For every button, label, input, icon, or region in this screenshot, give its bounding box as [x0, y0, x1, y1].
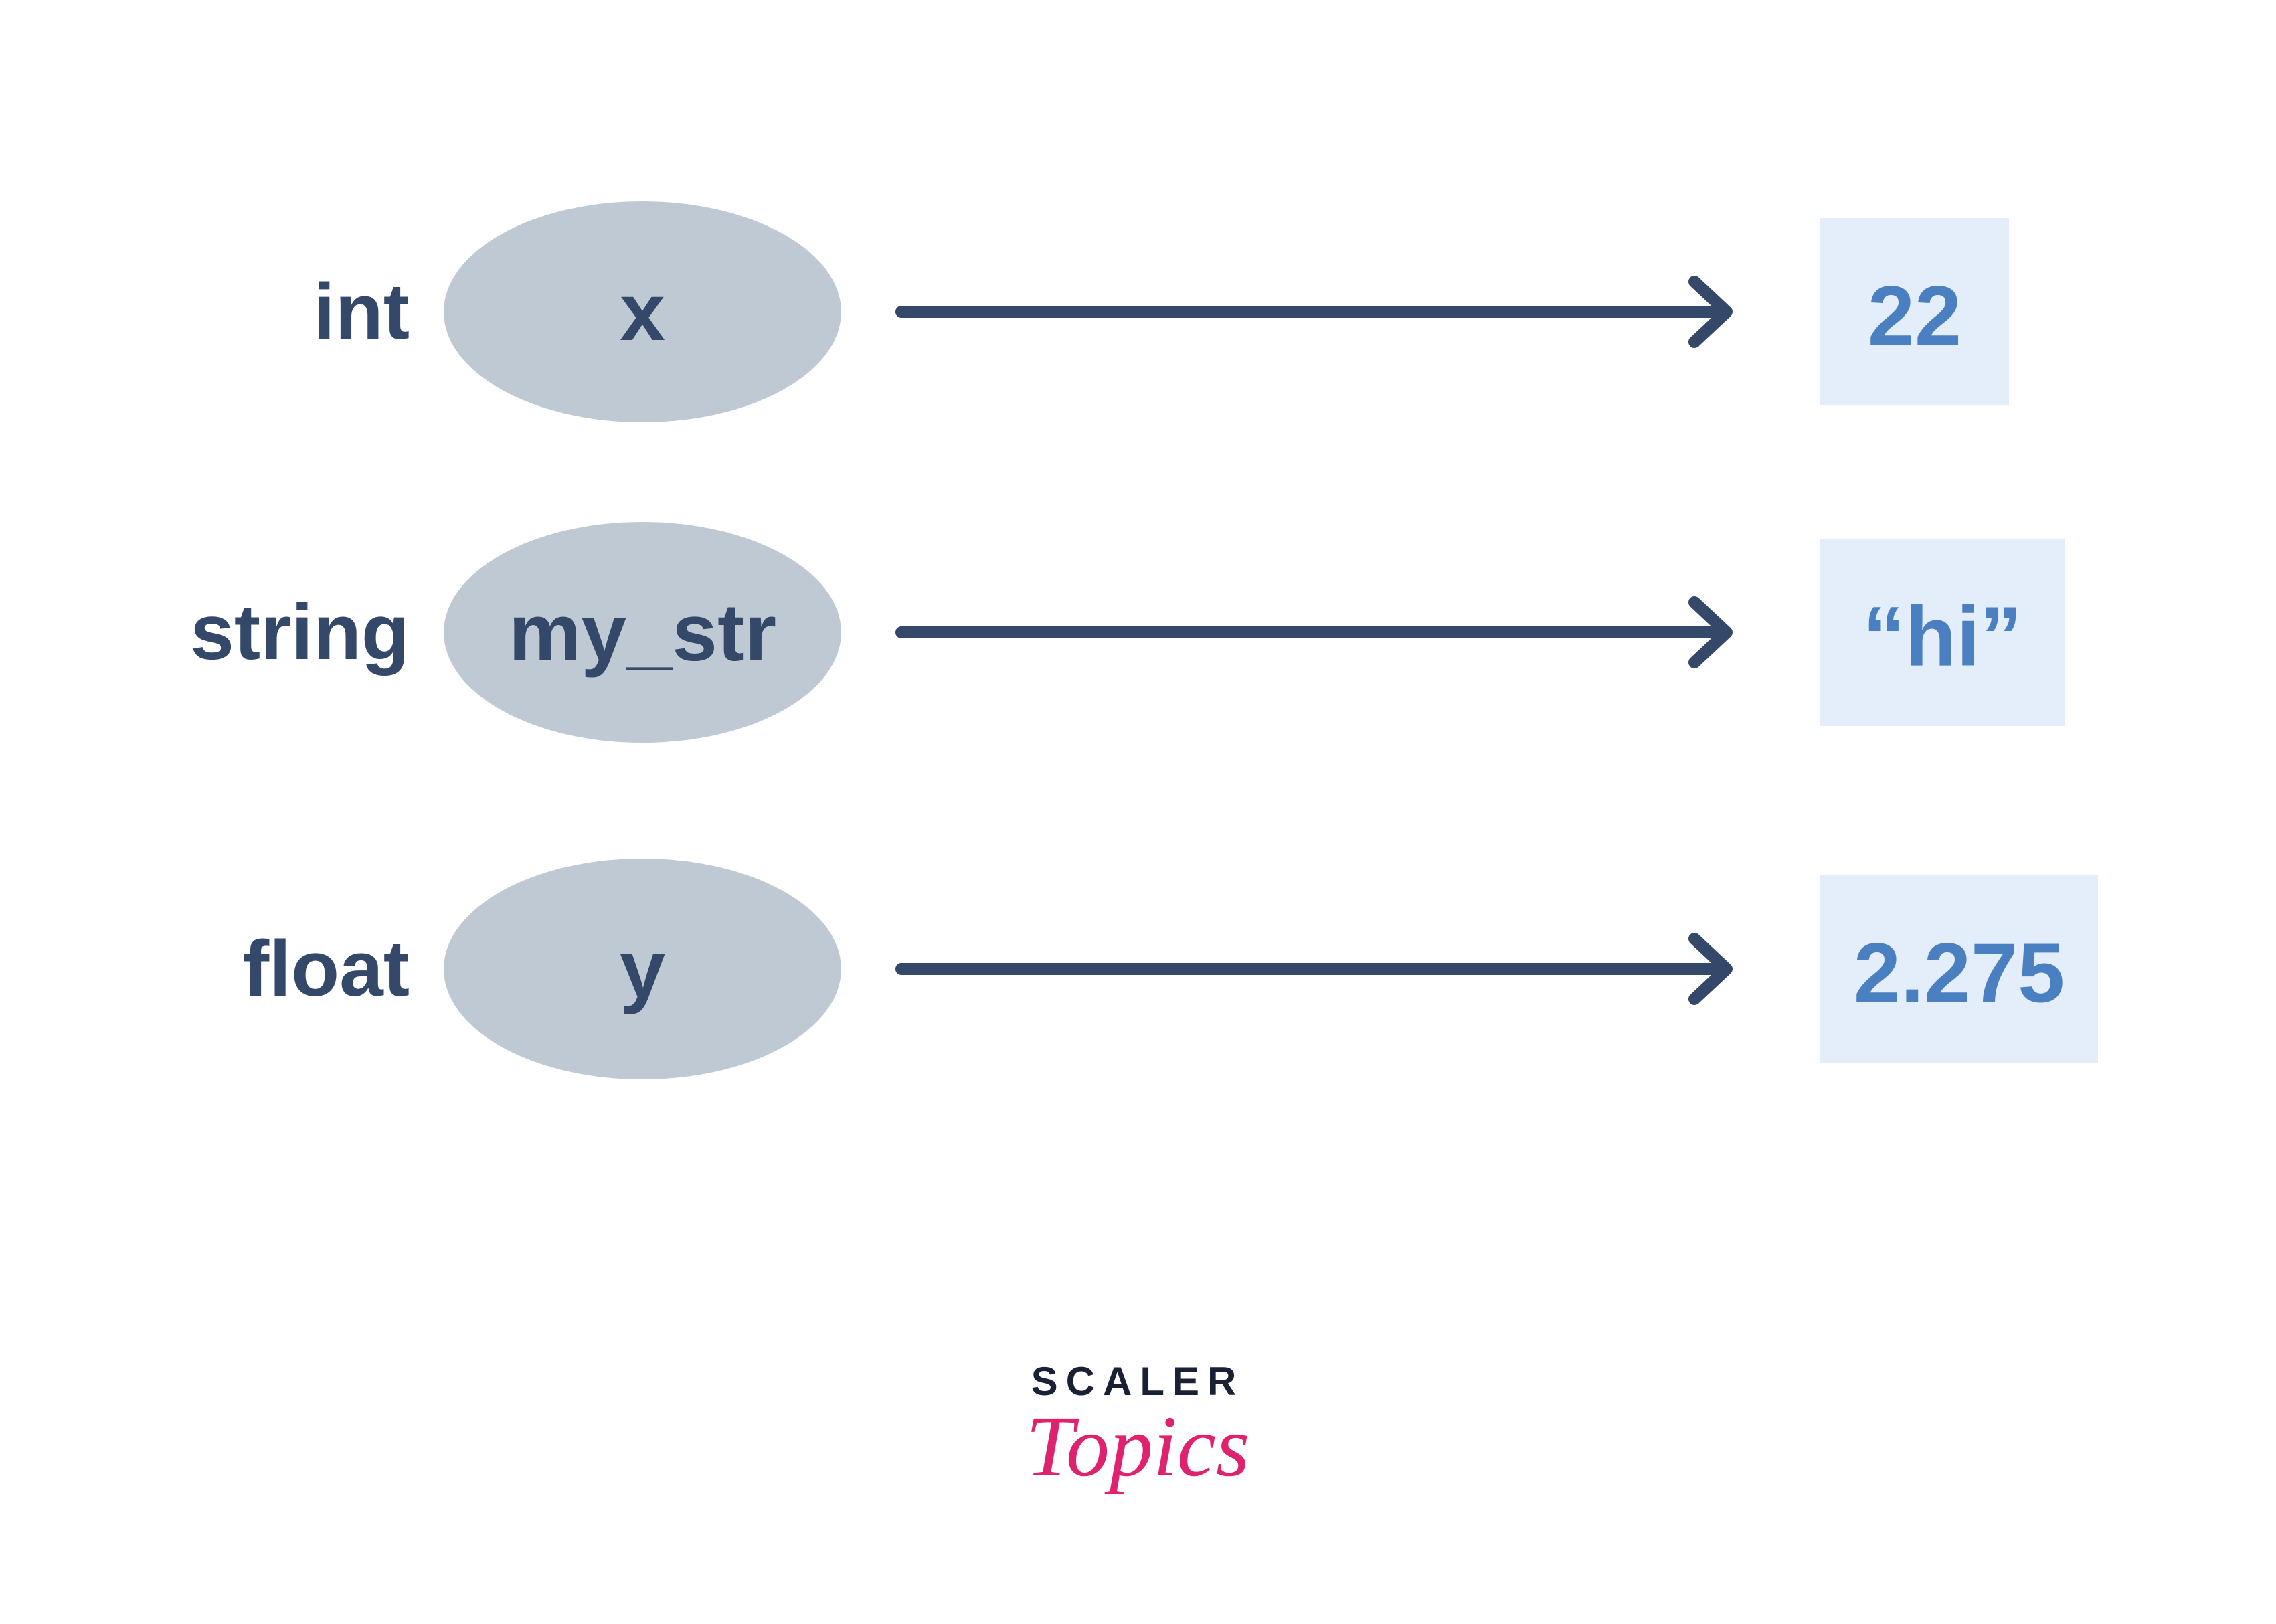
variable-ellipse	[444, 859, 841, 1079]
value-box	[1820, 875, 2098, 1063]
type-label: string	[190, 588, 410, 676]
logo-scaler-text: SCALER	[1031, 1359, 1245, 1404]
variable-name: y	[620, 923, 665, 1014]
variable-name: my_str	[509, 587, 776, 678]
value-text: 22	[1868, 269, 1961, 363]
type-label: int	[313, 268, 410, 356]
value-text: “hi”	[1863, 590, 2022, 684]
variable-name: x	[620, 266, 665, 357]
logo-topics-text: Topics	[1026, 1399, 1250, 1495]
arrow-head-icon	[1688, 596, 1733, 668]
value-box	[1820, 218, 2009, 405]
row-my_str: string my_str “hi”	[190, 522, 2065, 743]
row-y: float y 2.275	[243, 859, 2098, 1079]
row-x: int x 22	[313, 201, 2009, 422]
value-text: 2.275	[1854, 926, 2065, 1020]
arrow-head-icon	[1688, 933, 1733, 1005]
type-label: float	[243, 925, 410, 1013]
variable-ellipse	[444, 201, 841, 422]
value-box	[1820, 539, 2065, 726]
scaler-topics-logo: SCALER Topics	[1026, 1359, 1250, 1495]
arrow-head-icon	[1688, 276, 1733, 348]
variable-ellipse	[444, 522, 841, 743]
rows-layer: int x 22 string my_str “hi” float y 2.275	[190, 201, 2098, 1079]
